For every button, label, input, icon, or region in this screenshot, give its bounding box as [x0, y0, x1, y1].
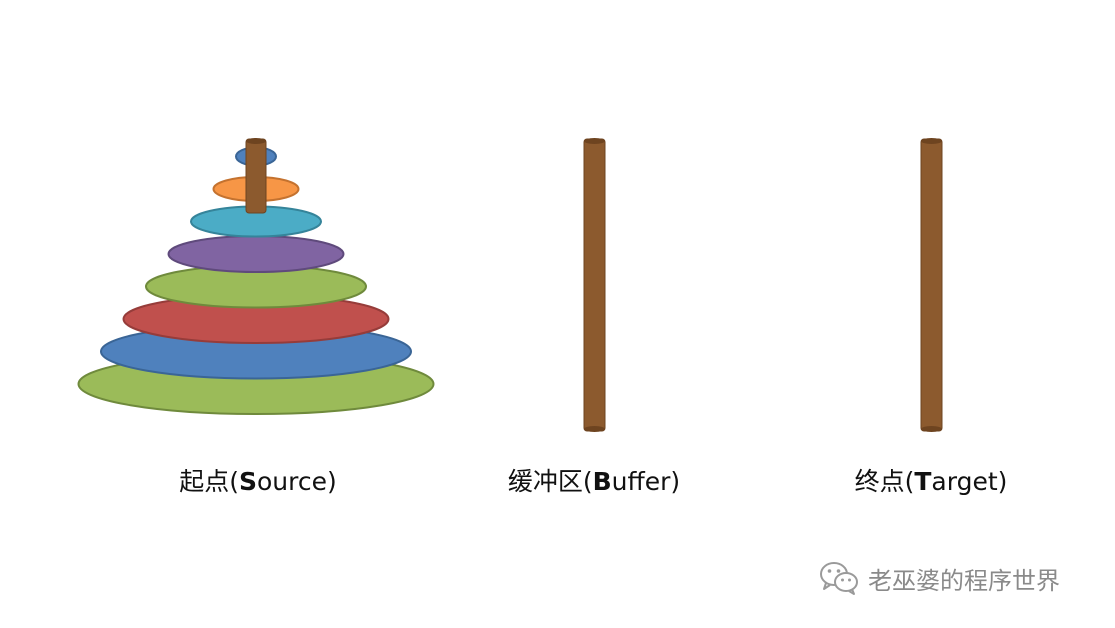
label-target: 终点(Target): [855, 462, 1008, 502]
label-buffer: 缓冲区(Buffer): [508, 462, 680, 502]
label-source-initial: S: [239, 467, 258, 496]
label-buffer-rest: uffer): [611, 467, 681, 496]
label-target-rest: arget): [931, 467, 1008, 496]
label-source-zh: 起点(: [179, 467, 239, 496]
peg-buffer: [583, 138, 606, 432]
peg-source: [245, 138, 267, 214]
disk-4: [167, 235, 345, 273]
label-buffer-zh: 缓冲区(: [507, 467, 593, 496]
watermark-text: 老巫婆的程序世界: [868, 566, 1060, 595]
watermark: 老巫婆的程序世界: [818, 560, 1060, 596]
label-source: 起点(Source): [179, 462, 337, 502]
label-buffer-initial: B: [592, 467, 612, 496]
source-disk-stack: [77, 146, 435, 415]
label-source-rest: ource): [257, 467, 337, 496]
wechat-icon: [820, 562, 858, 595]
peg-target: [920, 138, 943, 432]
label-target-zh: 终点(: [854, 467, 915, 496]
label-target-initial: T: [914, 467, 932, 496]
